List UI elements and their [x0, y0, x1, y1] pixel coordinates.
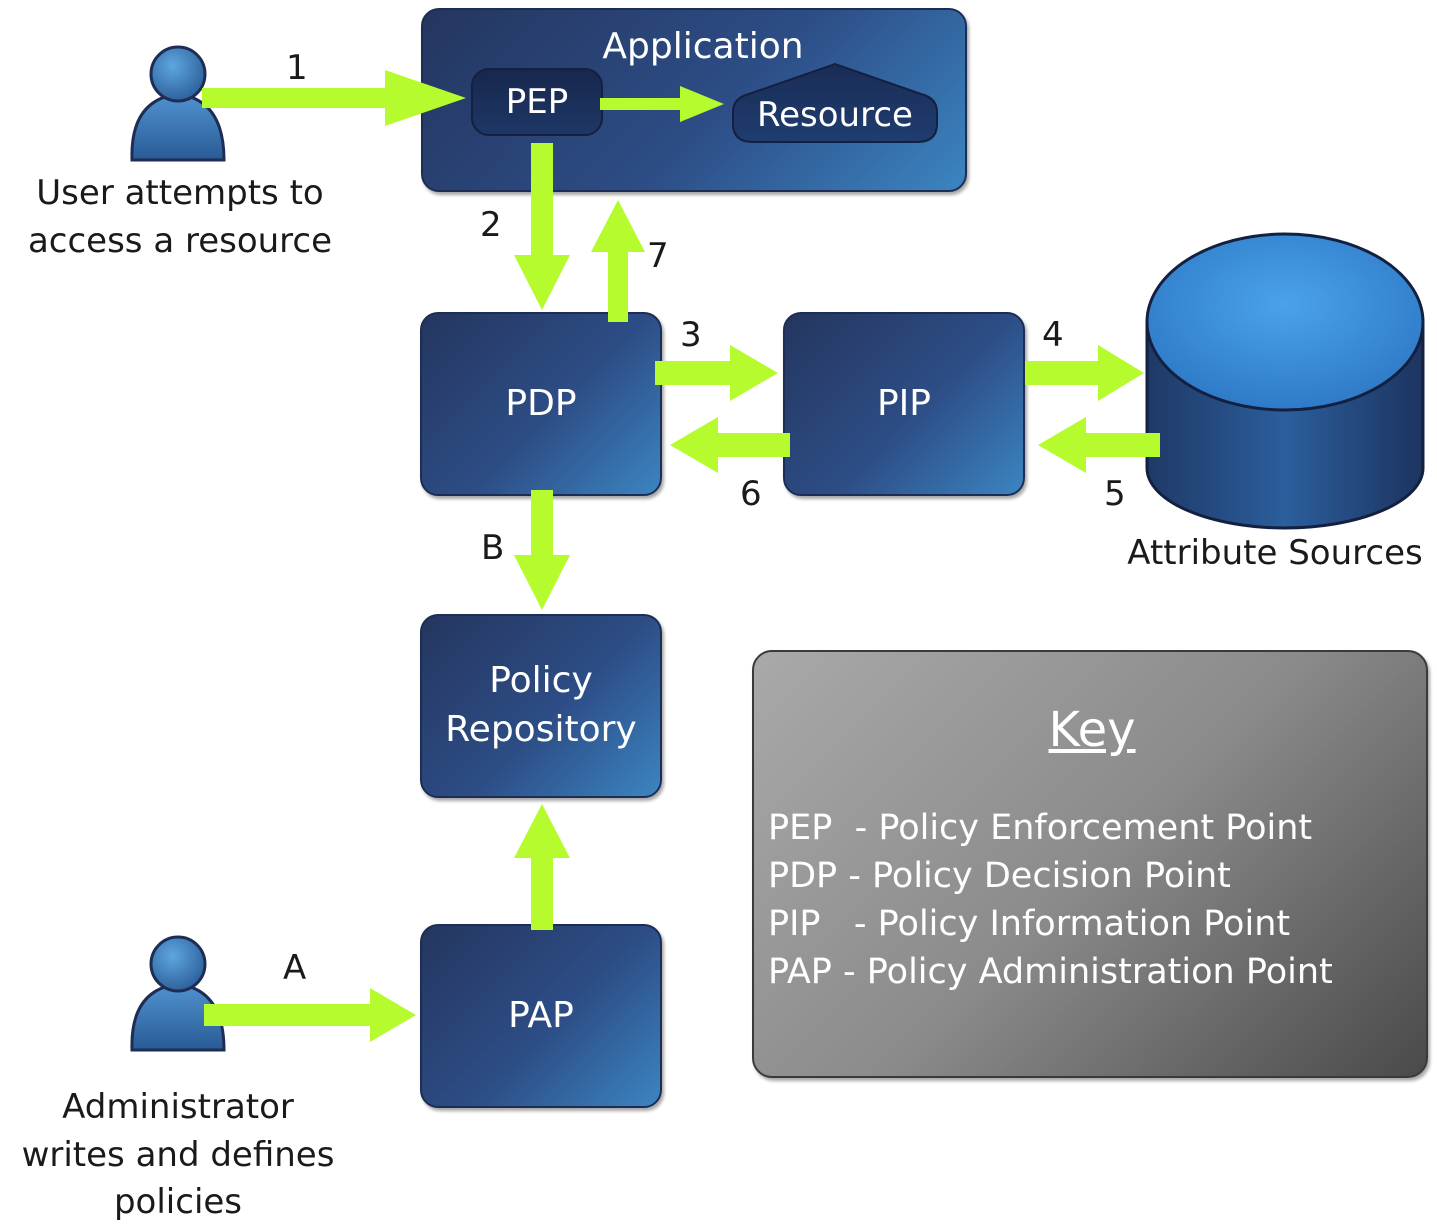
arrow-7 [591, 200, 645, 322]
resource-shape [732, 62, 938, 143]
arrow-6 [670, 417, 790, 473]
attribute-sources-label: Attribute Sources [1127, 533, 1423, 573]
arrow-b [514, 490, 570, 610]
step-6: 6 [740, 474, 762, 514]
resource-label: Resource [757, 95, 913, 135]
pip-node[interactable]: PIP [783, 312, 1025, 496]
step-3: 3 [680, 315, 702, 355]
key-panel: Key PEP - Policy Enforcement Point PDP -… [752, 650, 1428, 1078]
step-2: 2 [480, 205, 502, 245]
admin-user-icon [130, 935, 226, 1052]
user-label: User attempts to access a resource [27, 173, 333, 261]
arrow-4 [1025, 345, 1144, 401]
arrow-a [204, 988, 416, 1042]
arrows [202, 70, 1160, 1042]
step-5: 5 [1104, 474, 1126, 514]
application-box: Application PEP Resource [421, 8, 967, 192]
step-1: 1 [286, 48, 308, 88]
step-7: 7 [647, 236, 669, 276]
application-title: Application [602, 26, 804, 67]
resource-node[interactable]: Resource [727, 62, 943, 148]
key-entry-pep: PEP - Policy Enforcement Point [768, 808, 1313, 848]
pap-node[interactable]: PAP [420, 924, 662, 1108]
policy-repository-node[interactable]: Policy Repository [420, 614, 662, 798]
step-b: B [481, 528, 505, 568]
arrow-pap-repo [514, 804, 570, 930]
arrow-1 [202, 70, 466, 126]
step-a: A [283, 948, 307, 988]
arrow-3 [655, 345, 778, 401]
key-entry-pap: PAP - Policy Administration Point [768, 952, 1333, 992]
pep-node[interactable]: PEP [471, 68, 603, 136]
key-title: Key [1048, 702, 1136, 758]
database-icon[interactable] [1145, 232, 1425, 530]
key-entry-pdp: PDP - Policy Decision Point [768, 856, 1231, 896]
admin-label: Administrator writes and defines policie… [21, 1087, 335, 1223]
key-entries: PEP - Policy Enforcement Point PDP - Pol… [768, 804, 1333, 996]
key-entry-pip: PIP - Policy Information Point [768, 904, 1291, 944]
user-icon [130, 45, 226, 162]
arrow-pep-resource [600, 86, 724, 122]
pdp-node[interactable]: PDP [420, 312, 662, 496]
arrow-2 [514, 143, 570, 310]
arrow-5 [1038, 417, 1160, 473]
step-4: 4 [1042, 315, 1064, 355]
